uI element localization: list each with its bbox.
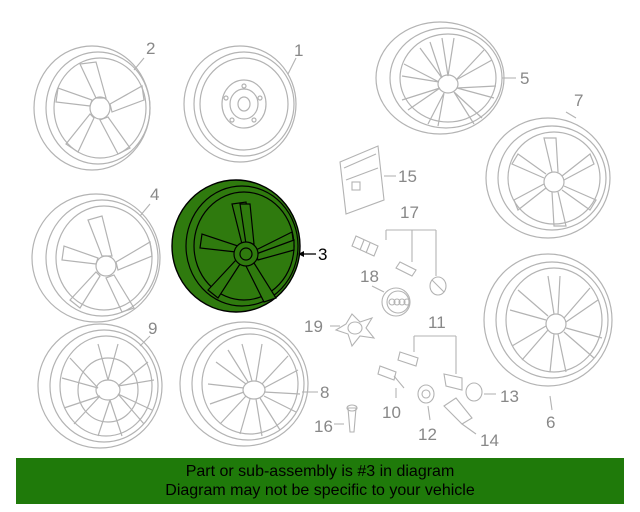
wheel-4[interactable] [31,193,161,323]
callout-4: 4 [150,185,159,204]
part-15-label[interactable] [339,145,385,215]
part-18-center-cap[interactable] [371,285,411,317]
part-11-bolts[interactable] [397,335,463,391]
callout-3: 3 [318,245,327,264]
wheel-2[interactable] [33,45,151,171]
callout-14: 14 [480,431,499,450]
callout-12: 12 [418,425,437,444]
part-12-nut[interactable] [417,384,435,421]
part-19-center-cover[interactable] [330,313,376,348]
callout-16: 16 [314,417,333,436]
wheel-5[interactable] [375,21,505,135]
callout-13: 13 [500,387,519,406]
callout-17: 17 [400,203,419,222]
wheel-9[interactable] [37,323,163,449]
callout-7: 7 [574,91,583,110]
wheel-3-highlighted[interactable] [171,179,301,313]
callout-9: 9 [148,319,157,338]
callout-5: 5 [520,69,529,88]
part-10-bolt[interactable] [377,365,405,398]
part-13-cap[interactable] [465,382,496,402]
footer-line-1: Part or sub-assembly is #3 in diagram [185,463,455,480]
wheel-8[interactable] [179,321,309,447]
part-17-valves[interactable] [351,229,447,296]
callout-15: 15 [398,167,417,186]
footer-line-2: Diagram may not be specific to your vehi… [165,482,475,499]
part-16-valve[interactable] [334,404,358,433]
callout-18: 18 [360,267,379,286]
wheel-1[interactable] [183,45,297,163]
wheel-7[interactable] [485,117,611,239]
callout-11: 11 [428,313,446,332]
callout-10: 10 [382,403,401,422]
footer-banner: Part or sub-assembly is #3 in diagram Di… [16,458,624,504]
callout-1: 1 [294,41,303,60]
part-14-tool[interactable] [443,397,477,435]
wheel-6[interactable] [483,253,613,387]
callout-8: 8 [320,383,329,402]
callout-2: 2 [146,39,155,58]
callout-19: 19 [304,317,323,336]
callout-6: 6 [546,413,555,432]
